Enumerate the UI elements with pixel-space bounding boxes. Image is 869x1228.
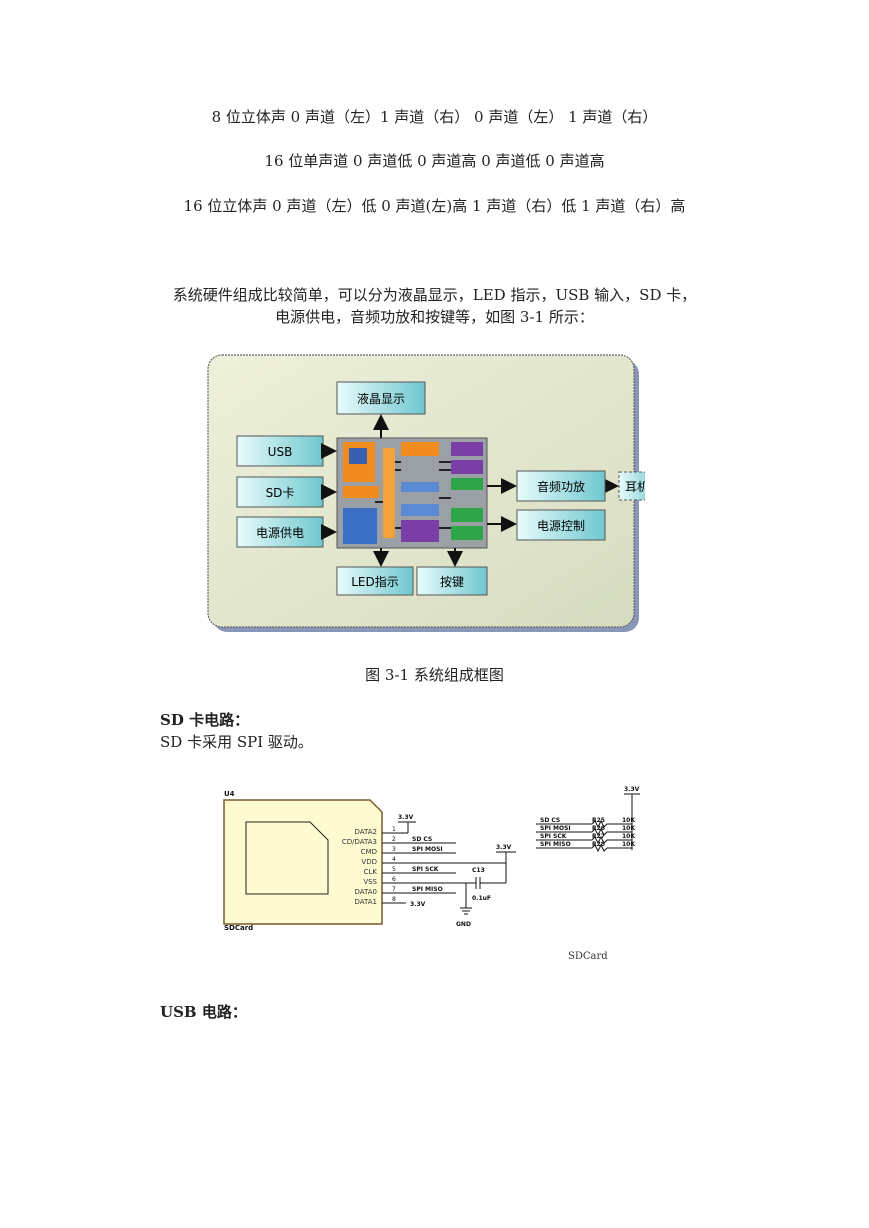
- lcd-box: [336, 381, 426, 415]
- usb-section-heading: USB 电路：: [160, 1003, 247, 1021]
- lcd-label: 液晶显示: [357, 391, 405, 406]
- sdcard-ref-label: SDCard: [224, 924, 253, 932]
- resistor-value: 10K: [622, 841, 635, 848]
- pin-name: DATA2: [355, 828, 378, 836]
- data1-vdd-label: 3.3V: [410, 901, 426, 908]
- pullup-net: SPI SCK: [540, 833, 567, 840]
- pullup-net: SPI MOSI: [540, 825, 571, 832]
- keys-box: [416, 566, 488, 596]
- cap-vdd-label: 3.3V: [496, 844, 512, 851]
- schematic-caption: SDCard: [568, 951, 608, 962]
- pin-number: 8: [392, 896, 396, 903]
- gnd-label: GND: [456, 921, 471, 928]
- spi-miso-net: SPI MISO: [412, 886, 443, 893]
- format-line-1: 8 位立体声 0 声道（左）1 声道（右） 0 声道（左） 1 声道（右）: [211, 108, 658, 126]
- pin-number: 4: [392, 856, 396, 863]
- resistor-ref: R26: [592, 825, 605, 832]
- paragraph-line-1: 系统硬件组成比较简单，可以分为液晶显示，LED 指示，USB 输入，SD 卡，: [172, 286, 697, 304]
- pin-name: DATA1: [355, 898, 378, 906]
- pin-number: 2: [392, 836, 396, 843]
- sd-section-heading: SD 卡电路：: [160, 711, 250, 729]
- resistor-value: 10K: [622, 833, 635, 840]
- c13-label: C13: [472, 867, 485, 874]
- paragraph-line-2: 电源供电，音频功放和按键等，如图 3-1 所示：: [275, 308, 594, 326]
- led-box: [336, 566, 414, 596]
- power-label: 电源供电: [256, 526, 304, 540]
- pullup-vdd-label: 3.3V: [624, 786, 640, 793]
- sd-cs-net: SD CS: [412, 836, 432, 843]
- figure-caption: 图 3-1 系统组成框图: [365, 666, 504, 684]
- pullup-net: SPI MISO: [540, 841, 571, 848]
- system-block-diagram: 液晶显示 USB SD卡 电源供电: [207, 354, 645, 632]
- sd-card-schematic: U4 SDCard DATA2 CD/DATA3 CMD VDD CLK VSS…: [223, 786, 640, 962]
- spi-mosi-net: SPI MOSI: [412, 846, 443, 853]
- resistor-ref: R27: [592, 833, 605, 840]
- pin-name: CMD: [361, 848, 377, 856]
- led-label: LED指示: [351, 574, 399, 589]
- resistor-value: 10K: [622, 825, 635, 832]
- sd-card-notch: [245, 821, 329, 895]
- u4-label: U4: [224, 790, 235, 798]
- resistor-ref: R25: [592, 817, 605, 824]
- pin-number: 5: [392, 866, 396, 873]
- resistor-value: 10K: [622, 817, 635, 824]
- pin-name: CD/DATA3: [342, 838, 377, 846]
- earphone-label: 耳机: [625, 480, 645, 494]
- pin-name: VDD: [361, 858, 377, 866]
- power-ctrl-box: [516, 509, 606, 541]
- pin-number: 1: [392, 826, 396, 833]
- pin-number: 6: [392, 876, 396, 883]
- pullup-net: SD CS: [540, 817, 560, 824]
- usb-box: [236, 435, 324, 467]
- pin-number: 7: [392, 886, 396, 893]
- format-line-2: 16 位单声道 0 声道低 0 声道高 0 声道低 0 声道高: [264, 152, 605, 170]
- sd-section-text: SD 卡采用 SPI 驱动。: [160, 733, 313, 751]
- vdd-label: 3.3V: [398, 814, 414, 821]
- pin-name: VSS: [363, 878, 377, 886]
- power-box: [236, 516, 324, 548]
- pin-number: 3: [392, 846, 396, 853]
- audio-amp-label: 音频功放: [537, 479, 585, 494]
- format-line-3: 16 位立体声 0 声道（左）低 0 声道(左)高 1 声道（右）低 1 声道（…: [183, 197, 686, 215]
- resistor-ref: R28: [592, 841, 605, 848]
- keys-label: 按键: [440, 575, 464, 589]
- mcu-board: [336, 437, 488, 549]
- power-ctrl-label: 电源控制: [537, 519, 585, 533]
- c13-value: 0.1uF: [472, 895, 491, 902]
- earphone-box: [618, 471, 645, 501]
- audio-amp-box: [516, 470, 606, 502]
- spi-sck-net: SPI SCK: [412, 866, 439, 873]
- pin-name: DATA0: [355, 888, 378, 896]
- pin-name: CLK: [364, 868, 378, 876]
- sd-label: SD卡: [266, 486, 295, 500]
- usb-label: USB: [268, 445, 293, 459]
